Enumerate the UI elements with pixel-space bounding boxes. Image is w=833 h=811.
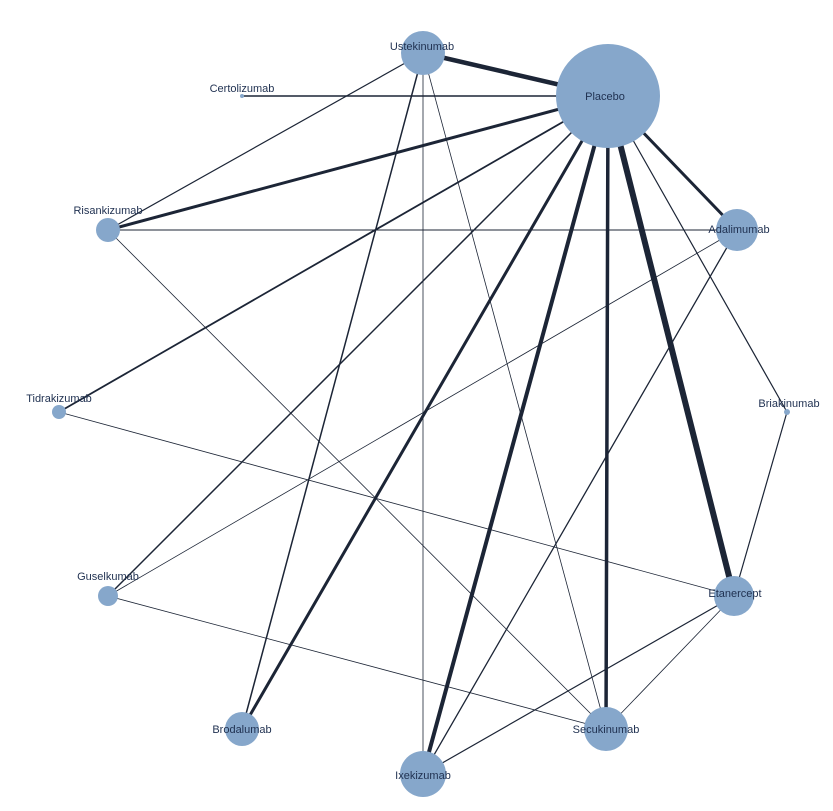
node-adalimumab [716,209,758,251]
edge-guselkumab-secukinumab [107,595,607,730]
node-certolizumab [240,94,244,98]
node-secukinumab [584,707,628,751]
edge-placebo-tidrakizumab [58,95,609,413]
edge-etanercept-ixekizumab [422,595,735,775]
node-ixekizumab [400,751,446,797]
node-tidrakizumab [52,405,66,419]
node-ustekinumab [401,31,445,75]
node-etanercept [714,576,754,616]
node-placebo [556,44,660,148]
node-label-ustekinumab: Ustekinumab [390,41,454,53]
edge-placebo-risankizumab [106,94,610,232]
node-guselkumab [98,586,118,606]
node-briakinumab [784,409,790,415]
edge-placebo-briakinumab [607,95,788,413]
edge-ustekinumab-secukinumab [422,52,607,730]
node-label-placebo: Placebo [585,91,625,103]
edge-etanercept-secukinumab [605,595,735,730]
node-label-etanercept: Etanercept [708,588,761,600]
node-label-adalimumab: Adalimumab [708,224,769,236]
node-label-briakinumab: Briakinumab [758,398,819,410]
edge-placebo-ixekizumab [421,94,610,776]
node-brodalumab [225,712,259,746]
label-layer: Placebo UstekinumabCertolizumabRisankizum… [26,41,819,782]
edge-ustekinumab-risankizumab [107,52,424,231]
edge-adalimumab-guselkumab [107,229,738,597]
node-risankizumab [96,218,120,242]
edge-placebo-etanercept [605,93,737,599]
node-label-secukinumab: Secukinumab [573,724,640,736]
edge-risankizumab-secukinumab [107,229,607,730]
node-label-guselkumab: Guselkumab [77,571,139,583]
edge-placebo-brodalumab [240,94,610,731]
edge-placebo-guselkumab [107,95,609,597]
node-label-brodalumab: Brodalumab [212,724,271,736]
edge-briakinumab-etanercept [733,411,788,597]
edge-placebo-secukinumab [604,94,610,731]
node-label-risankizumab: Risankizumab [73,205,142,217]
node-layer [52,31,790,797]
node-label-certolizumab: Certolizumab [210,83,275,95]
edge-tidrakizumab-etanercept [58,411,735,597]
node-label-tidrakizumab: Tidrakizumab [26,393,92,405]
edge-ustekinumab-brodalumab [241,52,424,730]
edge-layer [58,50,788,776]
node-label-ixekizumab: Ixekizumab [395,770,451,782]
edge-adalimumab-ixekizumab [422,229,738,775]
